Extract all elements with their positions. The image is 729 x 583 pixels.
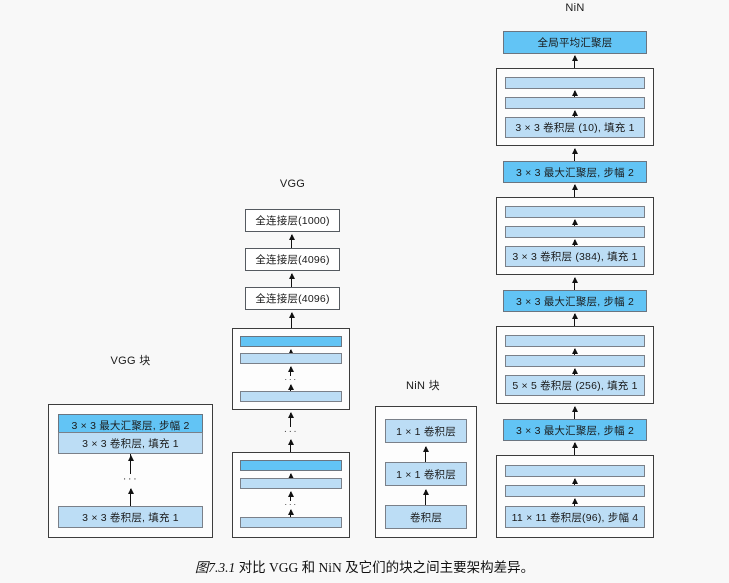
arrow-up-icon	[574, 407, 576, 419]
arrow-up-icon	[574, 278, 576, 290]
nin-group-conv96-label[interactable]: 11 × 11 卷积层(96), 步幅 4	[505, 506, 645, 528]
arrow-up-icon	[574, 111, 576, 120]
vgg-fc-1000[interactable]: 全连接层(1000)	[245, 209, 340, 232]
vgg-group-upper-bar-pool[interactable]	[240, 336, 342, 347]
vgg-group-upper-ellipsis: ···	[284, 374, 298, 384]
arrow-up-icon	[425, 490, 427, 507]
arrow-up-icon	[291, 313, 293, 330]
nin-group-conv384-label[interactable]: 3 × 3 卷积层 (384), 填充 1	[505, 246, 645, 267]
nin-group-conv256-label[interactable]: 5 × 5 卷积层 (256), 填充 1	[505, 375, 645, 396]
nin-node-global-avg-pool[interactable]: 全局平均汇聚层	[503, 31, 647, 54]
arrow-up-icon	[574, 369, 576, 378]
vgg-fc-4096-top[interactable]: 全连接层(4096)	[245, 248, 340, 271]
nin-block-node-conv1x1-top[interactable]: 1 × 1 卷积层	[385, 419, 467, 443]
nin-group-conv10-bar-1[interactable]	[505, 77, 645, 89]
arrow-up-icon	[290, 492, 292, 501]
arrow-up-icon	[574, 220, 576, 229]
nin-group-conv256-bar-2[interactable]	[505, 355, 645, 367]
vgg-block-title: VGG 块	[110, 355, 151, 367]
vgg-group-lower-bar-conv-bottom[interactable]	[240, 517, 342, 528]
arrow-up-icon	[574, 56, 576, 68]
vgg-block-ellipsis: ···	[122, 473, 139, 485]
vgg-block-node-conv-bottom[interactable]: 3 × 3 卷积层, 填充 1	[58, 506, 203, 528]
figure-caption-text: 对比 VGG 和 NiN 及它们的块之间主要架构差异。	[238, 560, 535, 575]
figure-caption-label: 图7.3.1	[194, 560, 236, 575]
arrow-up-icon	[130, 489, 132, 508]
arrow-up-icon	[425, 447, 427, 464]
vgg-between-ellipsis: ···	[283, 426, 299, 437]
vgg-title: VGG	[279, 178, 306, 190]
arrow-up-icon	[291, 274, 293, 289]
vgg-block-node-pool[interactable]: 3 × 3 最大汇聚层, 步幅 2	[58, 414, 203, 436]
vgg-group-lower-bar-conv[interactable]	[240, 478, 342, 489]
nin-block-node-conv1x1-bottom[interactable]: 1 × 1 卷积层	[385, 462, 467, 486]
nin-group-conv96-bar-2[interactable]	[505, 485, 645, 497]
arrow-up-icon	[290, 385, 292, 394]
arrow-up-icon	[291, 235, 293, 250]
arrow-up-icon	[290, 440, 292, 454]
figure-caption: 图7.3.1 对比 VGG 和 NiN 及它们的块之间主要架构差异。	[0, 556, 729, 576]
nin-title: NiN	[565, 2, 585, 14]
nin-group-conv10-label[interactable]: 3 × 3 卷积层 (10), 填充 1	[505, 117, 645, 138]
nin-block-node-conv[interactable]: 卷积层	[385, 505, 467, 529]
arrow-up-icon	[574, 91, 576, 100]
arrow-up-icon	[574, 185, 576, 197]
nin-group-conv10-bar-2[interactable]	[505, 97, 645, 109]
arrow-up-icon	[290, 367, 292, 376]
arrow-up-icon	[574, 240, 576, 249]
nin-node-maxpool-3[interactable]: 3 × 3 最大汇聚层, 步幅 2	[503, 419, 647, 441]
arrow-up-icon	[574, 443, 576, 455]
arrow-up-icon	[290, 413, 292, 427]
vgg-group-upper-bar-conv-bottom[interactable]	[240, 391, 342, 402]
vgg-group-lower-ellipsis: ···	[284, 499, 298, 509]
arrow-up-icon	[574, 349, 576, 358]
nin-node-maxpool-1[interactable]: 3 × 3 最大汇聚层, 步幅 2	[503, 161, 647, 183]
nin-node-maxpool-2[interactable]: 3 × 3 最大汇聚层, 步幅 2	[503, 290, 647, 312]
nin-block-title: NiN 块	[406, 380, 440, 392]
arrow-up-icon	[574, 149, 576, 161]
nin-group-conv384-bar-1[interactable]	[505, 206, 645, 218]
arrow-up-icon	[130, 456, 132, 474]
vgg-block-node-conv-top[interactable]: 3 × 3 卷积层, 填充 1	[58, 432, 203, 454]
vgg-group-lower-bar-pool[interactable]	[240, 460, 342, 471]
arrow-up-icon	[290, 510, 292, 519]
vgg-fc-4096-bottom[interactable]: 全连接层(4096)	[245, 287, 340, 310]
nin-group-conv96-bar-1[interactable]	[505, 465, 645, 477]
nin-group-conv384-bar-2[interactable]	[505, 226, 645, 238]
arrow-up-icon	[574, 499, 576, 508]
vgg-group-upper-bar-conv[interactable]	[240, 353, 342, 364]
arrow-up-icon	[574, 479, 576, 488]
nin-group-conv256-bar-1[interactable]	[505, 335, 645, 347]
arrow-up-icon	[574, 314, 576, 326]
